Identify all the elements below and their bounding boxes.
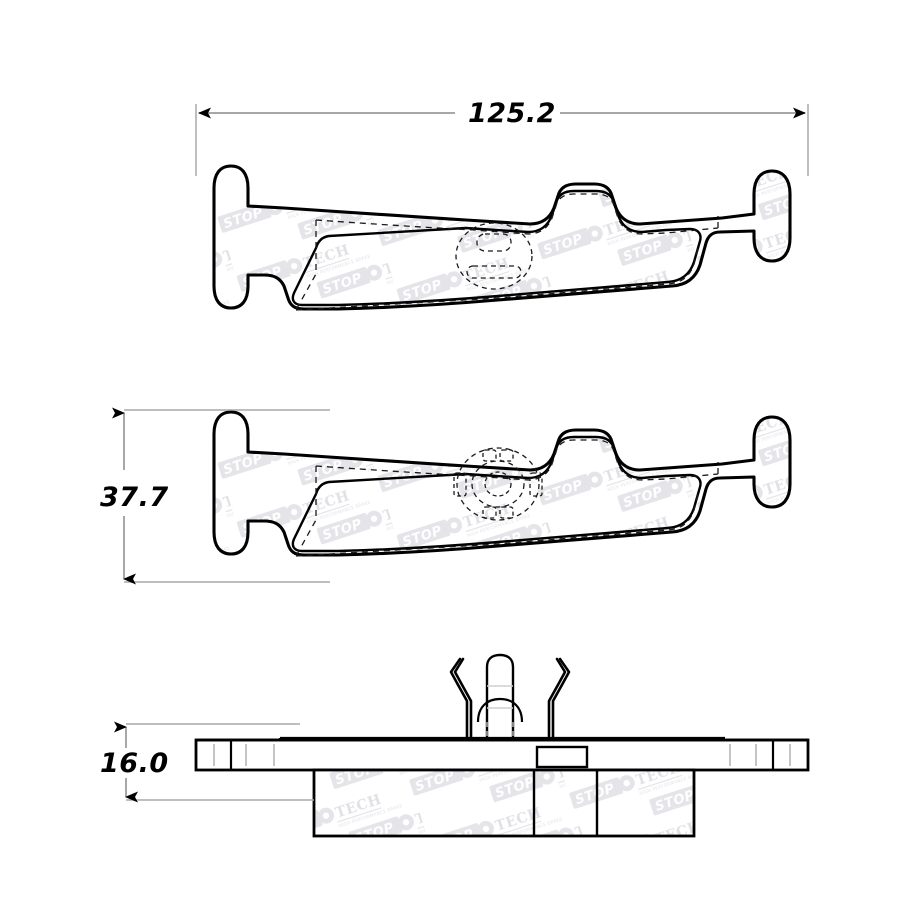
- dimension-label-thickness: 16.0: [100, 748, 169, 779]
- dimension-height-37: [112, 407, 330, 585]
- view-top-pad: [212, 164, 792, 311]
- friction-material-block: [312, 768, 696, 838]
- watermark-front-pad: [214, 412, 790, 555]
- dimension-label-height: 37.7: [100, 482, 169, 513]
- dimension-label-width: 125.2: [468, 98, 556, 129]
- clip-center-tab: [476, 653, 524, 762]
- view-front-pad: [212, 410, 792, 557]
- view-side-profile: [194, 653, 810, 838]
- dimension-width-125: [195, 104, 809, 176]
- backing-plate-bar: [194, 736, 810, 772]
- retaining-clip-spring: [449, 657, 571, 742]
- dimension-thickness-16: [114, 721, 314, 803]
- watermark-top-pad: [214, 166, 790, 309]
- clip-mounting-boss: [535, 745, 589, 769]
